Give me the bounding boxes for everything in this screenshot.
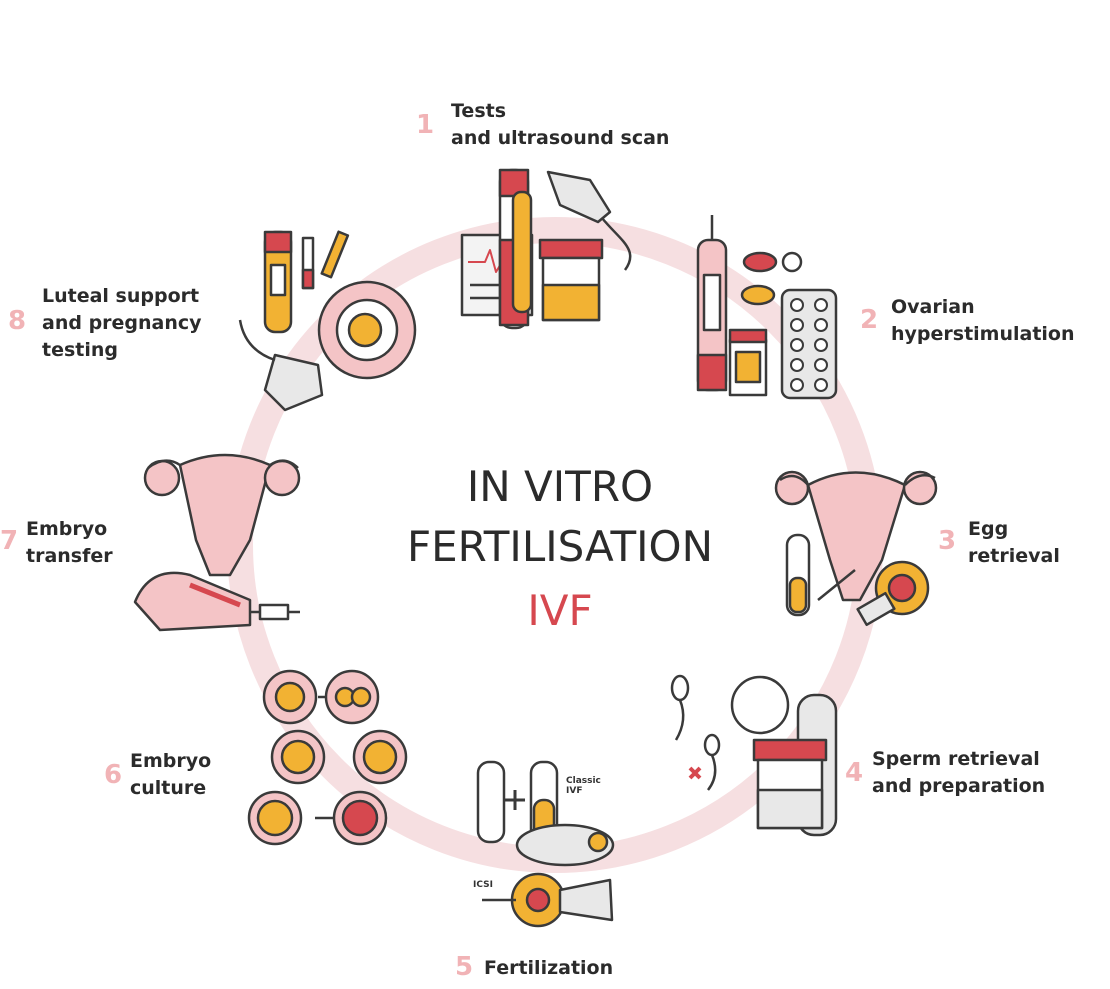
- step-4-label-line: and preparation: [872, 773, 1045, 800]
- step-2-label: Ovarian hyperstimulation: [891, 294, 1075, 348]
- title-line-2: FERTILISATION: [360, 526, 760, 568]
- step-8-label: Luteal support and pregnancy testing: [42, 283, 202, 364]
- step-5-number: 5: [455, 954, 473, 980]
- icsi-label: ICSI: [473, 880, 493, 890]
- step-5-label-line: Fertilization: [484, 955, 613, 982]
- step-2-label-line: Ovarian: [891, 294, 1075, 321]
- step-2-label-line: hyperstimulation: [891, 321, 1075, 348]
- step-6-label: Embryo culture: [130, 748, 211, 802]
- step-3-label: Egg retrieval: [968, 516, 1060, 570]
- step-3-label-line: retrieval: [968, 543, 1060, 570]
- pregnancy-test-and-ultrasound-icon: [240, 232, 415, 410]
- step-6-label-line: Embryo: [130, 748, 211, 775]
- step-7-number: 7: [0, 528, 18, 554]
- step-7-label: Embryo transfer: [26, 516, 113, 570]
- title-acronym: IVF: [360, 590, 760, 632]
- step-3-label-line: Egg: [968, 516, 1060, 543]
- title-line-1: IN VITRO: [360, 466, 760, 508]
- step-6-number: 6: [104, 762, 122, 788]
- step-1-label-line: and ultrasound scan: [451, 125, 669, 152]
- classic-ivf-label: Classic IVF: [566, 776, 601, 796]
- step-8-label-line: testing: [42, 337, 202, 364]
- step-1-number: 1: [416, 112, 434, 138]
- step-4-label-line: Sperm retrieval: [872, 746, 1045, 773]
- step-1-label: Tests and ultrasound scan: [451, 98, 669, 152]
- step-7-label-line: transfer: [26, 543, 113, 570]
- step-1-label-line: Tests: [451, 98, 669, 125]
- step-2-number: 2: [860, 307, 878, 333]
- test-tubes-and-ultrasound-icon: [462, 170, 630, 328]
- step-4-number: 4: [845, 760, 863, 786]
- step-3-number: 3: [938, 528, 956, 554]
- step-8-number: 8: [8, 308, 26, 334]
- step-7-label-line: Embryo: [26, 516, 113, 543]
- step-4-label: Sperm retrieval and preparation: [872, 746, 1045, 800]
- step-6-label-line: culture: [130, 775, 211, 802]
- step-8-label-line: Luteal support: [42, 283, 202, 310]
- step-5-label: Fertilization: [484, 955, 613, 982]
- classic-ivf-label-line: IVF: [566, 786, 601, 796]
- classic-ivf-label-line: Classic: [566, 776, 601, 786]
- uterus-embryo-transfer-icon: [135, 455, 300, 630]
- step-8-label-line: and pregnancy: [42, 310, 202, 337]
- sperm-sample-icon: [672, 676, 836, 835]
